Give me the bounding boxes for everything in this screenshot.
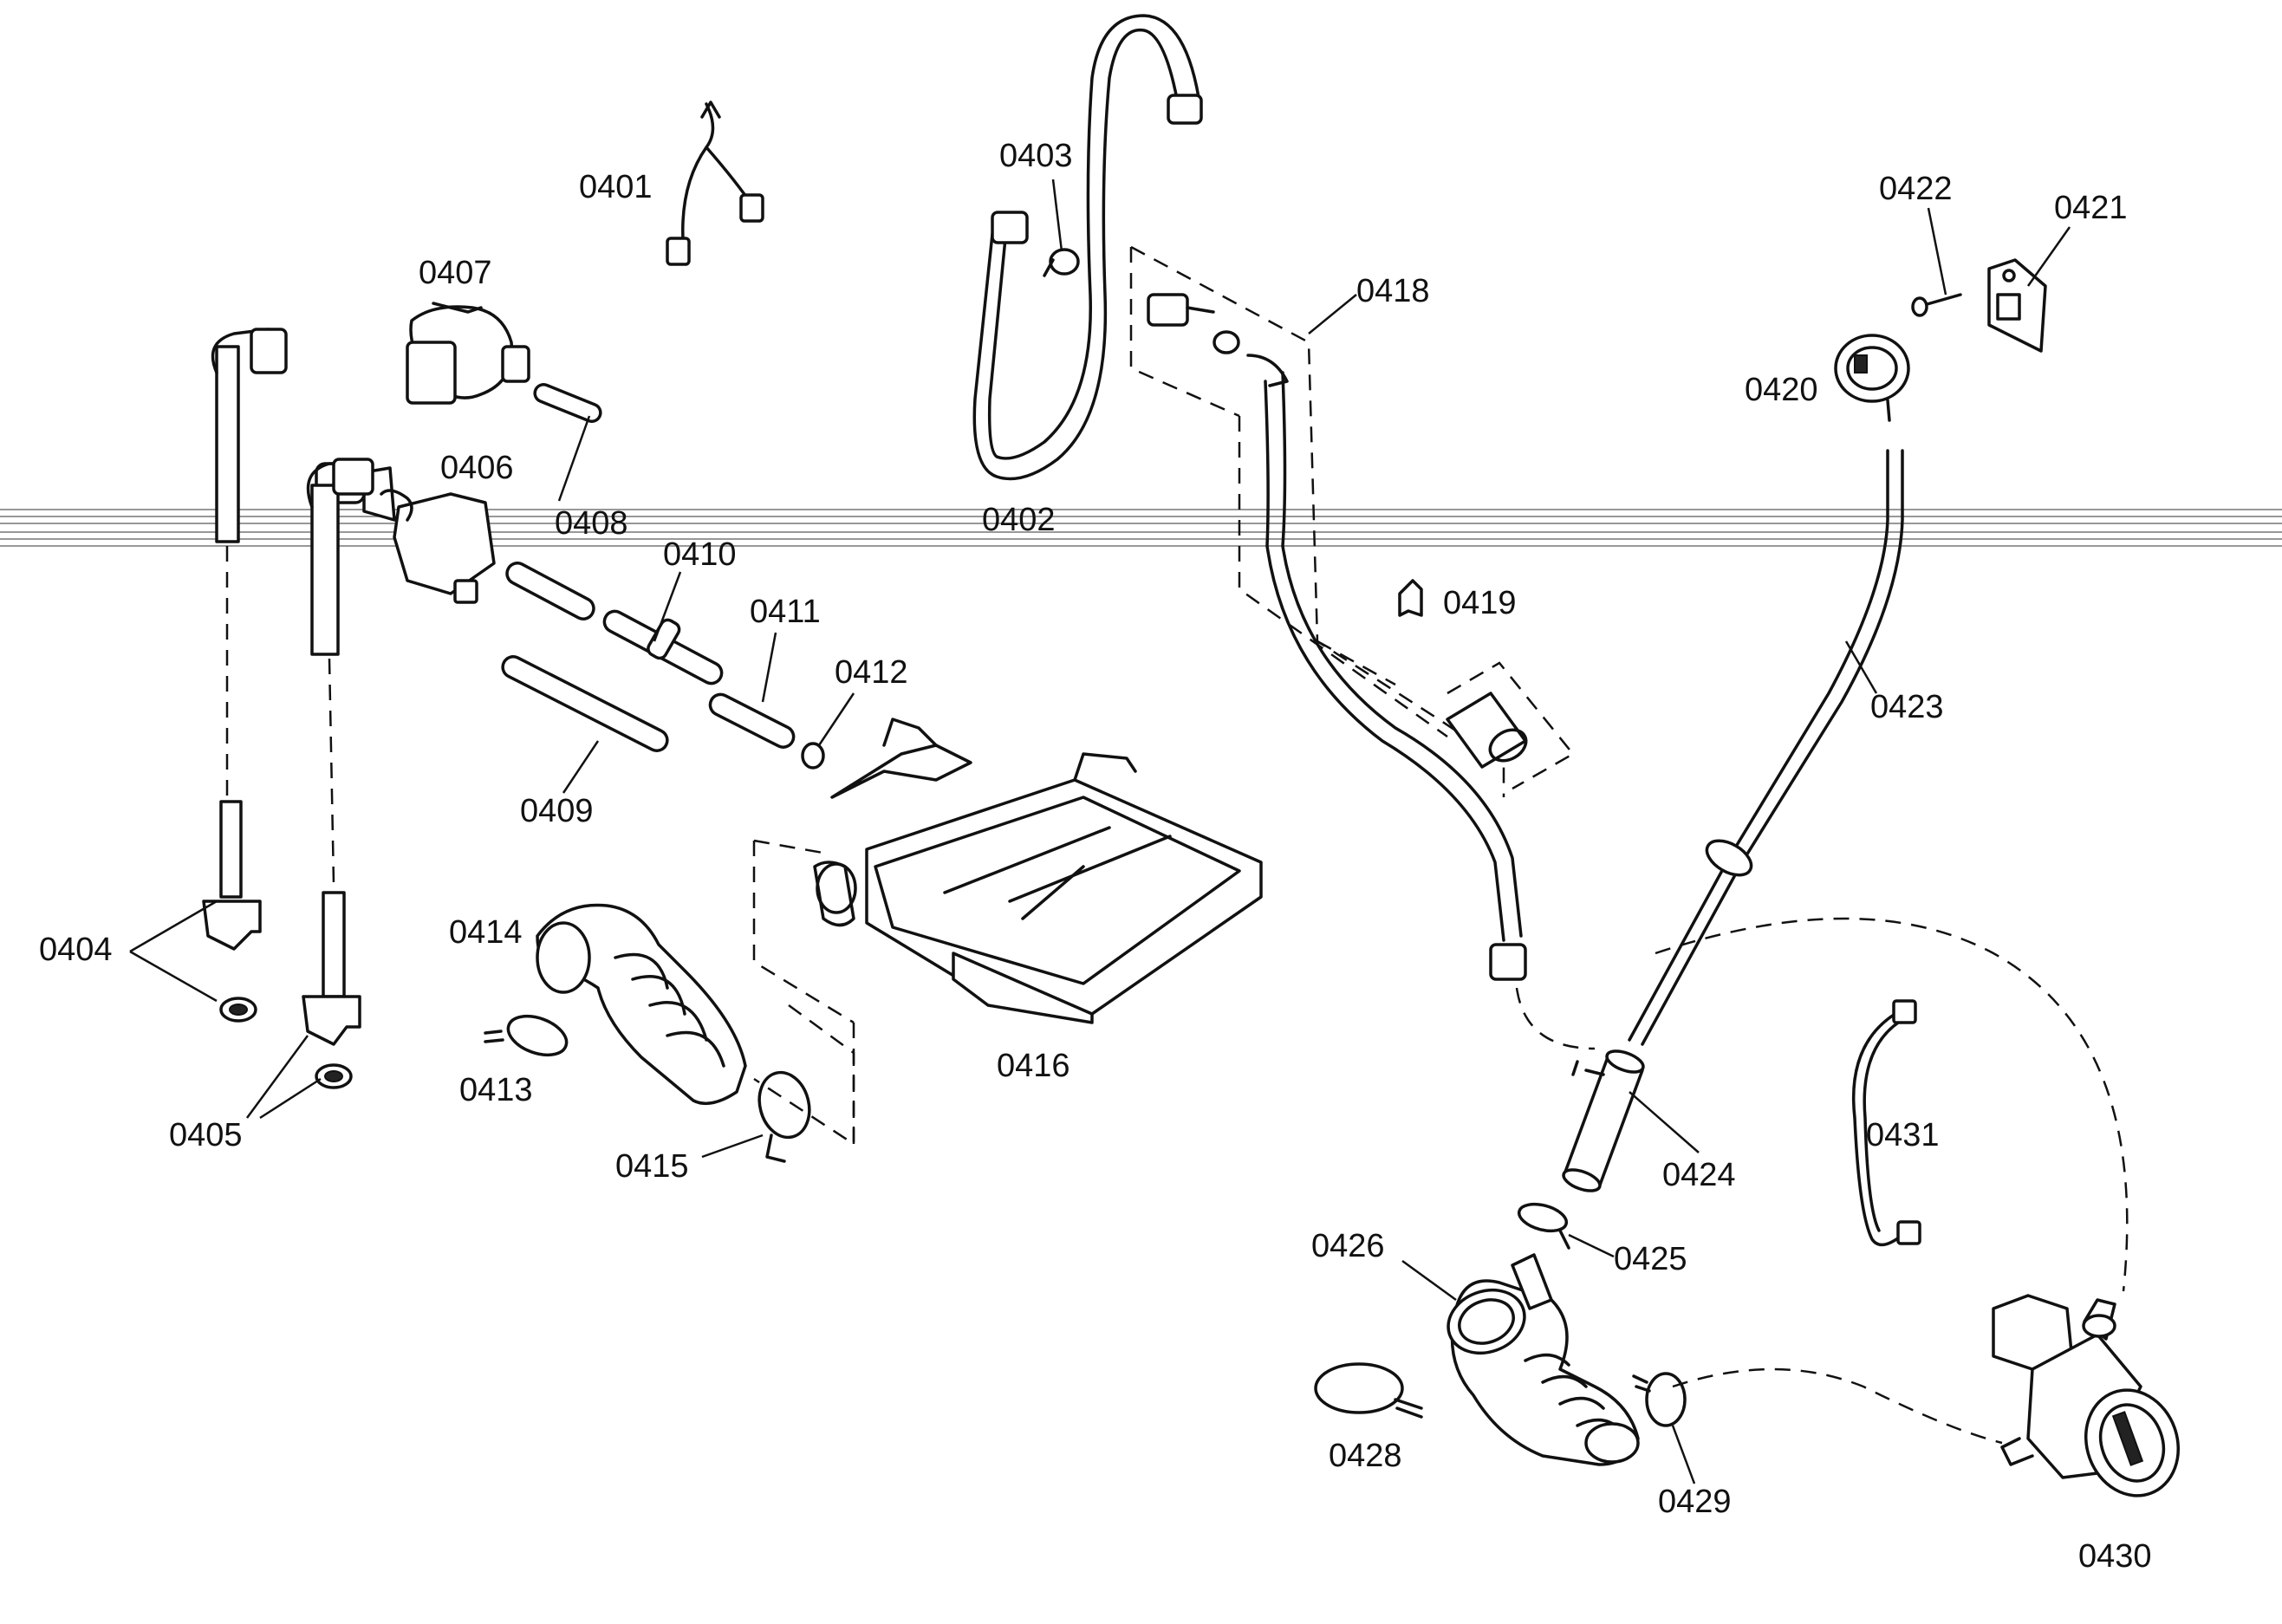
part-0404-inlet-pipe	[202, 328, 288, 1023]
tube-under-0407	[533, 383, 602, 423]
leader-0423	[1844, 640, 1878, 694]
part-0407-inlet-valve	[406, 302, 530, 405]
leader-0411	[761, 632, 777, 703]
label-0407: 0407	[419, 255, 492, 291]
scan-artifact-lines	[0, 509, 2282, 547]
leader-0425	[1568, 1233, 1615, 1258]
part-0402-fill-hose	[972, 14, 1203, 481]
label-0403: 0403	[999, 138, 1073, 174]
leader-0422	[1927, 207, 1947, 296]
leader-0426	[1401, 1259, 1457, 1302]
leader-0415	[701, 1134, 764, 1159]
label-0418: 0418	[1356, 273, 1430, 309]
label-0430: 0430	[2078, 1538, 2152, 1575]
part-0410-tee-tube	[602, 609, 724, 685]
label-0408: 0408	[555, 505, 628, 542]
label-0415: 0415	[615, 1148, 689, 1185]
part-0414-bellows-hose	[536, 903, 747, 1106]
label-0409: 0409	[520, 793, 594, 829]
part-0413-clamp	[484, 1014, 569, 1057]
label-0416: 0416	[997, 1048, 1070, 1084]
dashed-connections	[1515, 917, 2129, 1445]
label-0413: 0413	[459, 1072, 533, 1108]
label-0410: 0410	[663, 536, 737, 573]
part-0411-tube	[708, 692, 796, 749]
leader-0412	[817, 692, 855, 746]
label-0405: 0405	[169, 1117, 243, 1153]
label-0404: 0404	[39, 932, 113, 968]
label-0401: 0401	[579, 169, 653, 205]
leader-0410	[653, 571, 682, 642]
part-0423-air-tube	[1628, 449, 1904, 1046]
part-0424-air-chamber	[1562, 1049, 1645, 1192]
label-0428: 0428	[1329, 1438, 1402, 1474]
label-0420: 0420	[1745, 372, 1818, 408]
leader-0418	[1308, 294, 1357, 335]
part-0426-sump-hose	[1447, 1253, 1640, 1466]
part-0418-dashed-group	[1129, 245, 1527, 981]
part-0422-screw	[1911, 293, 1962, 317]
leader-0403	[1051, 179, 1063, 252]
label-0421: 0421	[2054, 190, 2128, 226]
label-0425: 0425	[1614, 1241, 1687, 1277]
leader-0424	[1629, 1091, 1700, 1153]
part-0431-wiring-harness	[1851, 999, 1921, 1247]
label-0419: 0419	[1443, 585, 1517, 621]
label-0402: 0402	[982, 502, 1056, 538]
leader-0409	[562, 740, 600, 794]
part-0405-inlet-pipe	[302, 458, 374, 1089]
label-0426: 0426	[1311, 1228, 1385, 1264]
part-0412-clamp	[801, 742, 825, 770]
part-0425-clamp	[1517, 1202, 1570, 1250]
part-0430-drain-pump	[1992, 1294, 2181, 1497]
leader-0421	[2026, 226, 2071, 287]
bushing-dashed-box	[1446, 661, 1575, 790]
part-0406-valve-assembly	[315, 462, 496, 604]
leader-0404	[129, 900, 218, 1003]
label-0406: 0406	[440, 450, 514, 486]
label-0411: 0411	[750, 594, 821, 630]
leader-0405	[245, 1035, 322, 1120]
label-0423: 0423	[1870, 689, 1944, 725]
label-0414: 0414	[449, 914, 523, 951]
label-0429: 0429	[1658, 1484, 1732, 1520]
part-0420-pressure-switch	[1834, 334, 1910, 422]
part-0408-tube	[505, 562, 595, 620]
part-0428-clamp	[1314, 1362, 1423, 1419]
label-0424: 0424	[1662, 1157, 1736, 1193]
leader-0408	[557, 415, 591, 502]
part-0419-clip	[1398, 579, 1423, 617]
part-0415-clamp	[757, 1004, 855, 1163]
label-0412: 0412	[835, 654, 908, 691]
part-0403-clamp	[1043, 248, 1080, 277]
label-0431: 0431	[1866, 1117, 1940, 1153]
label-0422: 0422	[1879, 171, 1953, 207]
leader-0429	[1671, 1425, 1696, 1484]
part-0416-dispenser-housing	[752, 718, 1263, 1147]
part-0409-tube	[501, 655, 669, 752]
part-0429-clamp	[1632, 1372, 1687, 1427]
part-0401-hose-bracket	[666, 101, 764, 266]
